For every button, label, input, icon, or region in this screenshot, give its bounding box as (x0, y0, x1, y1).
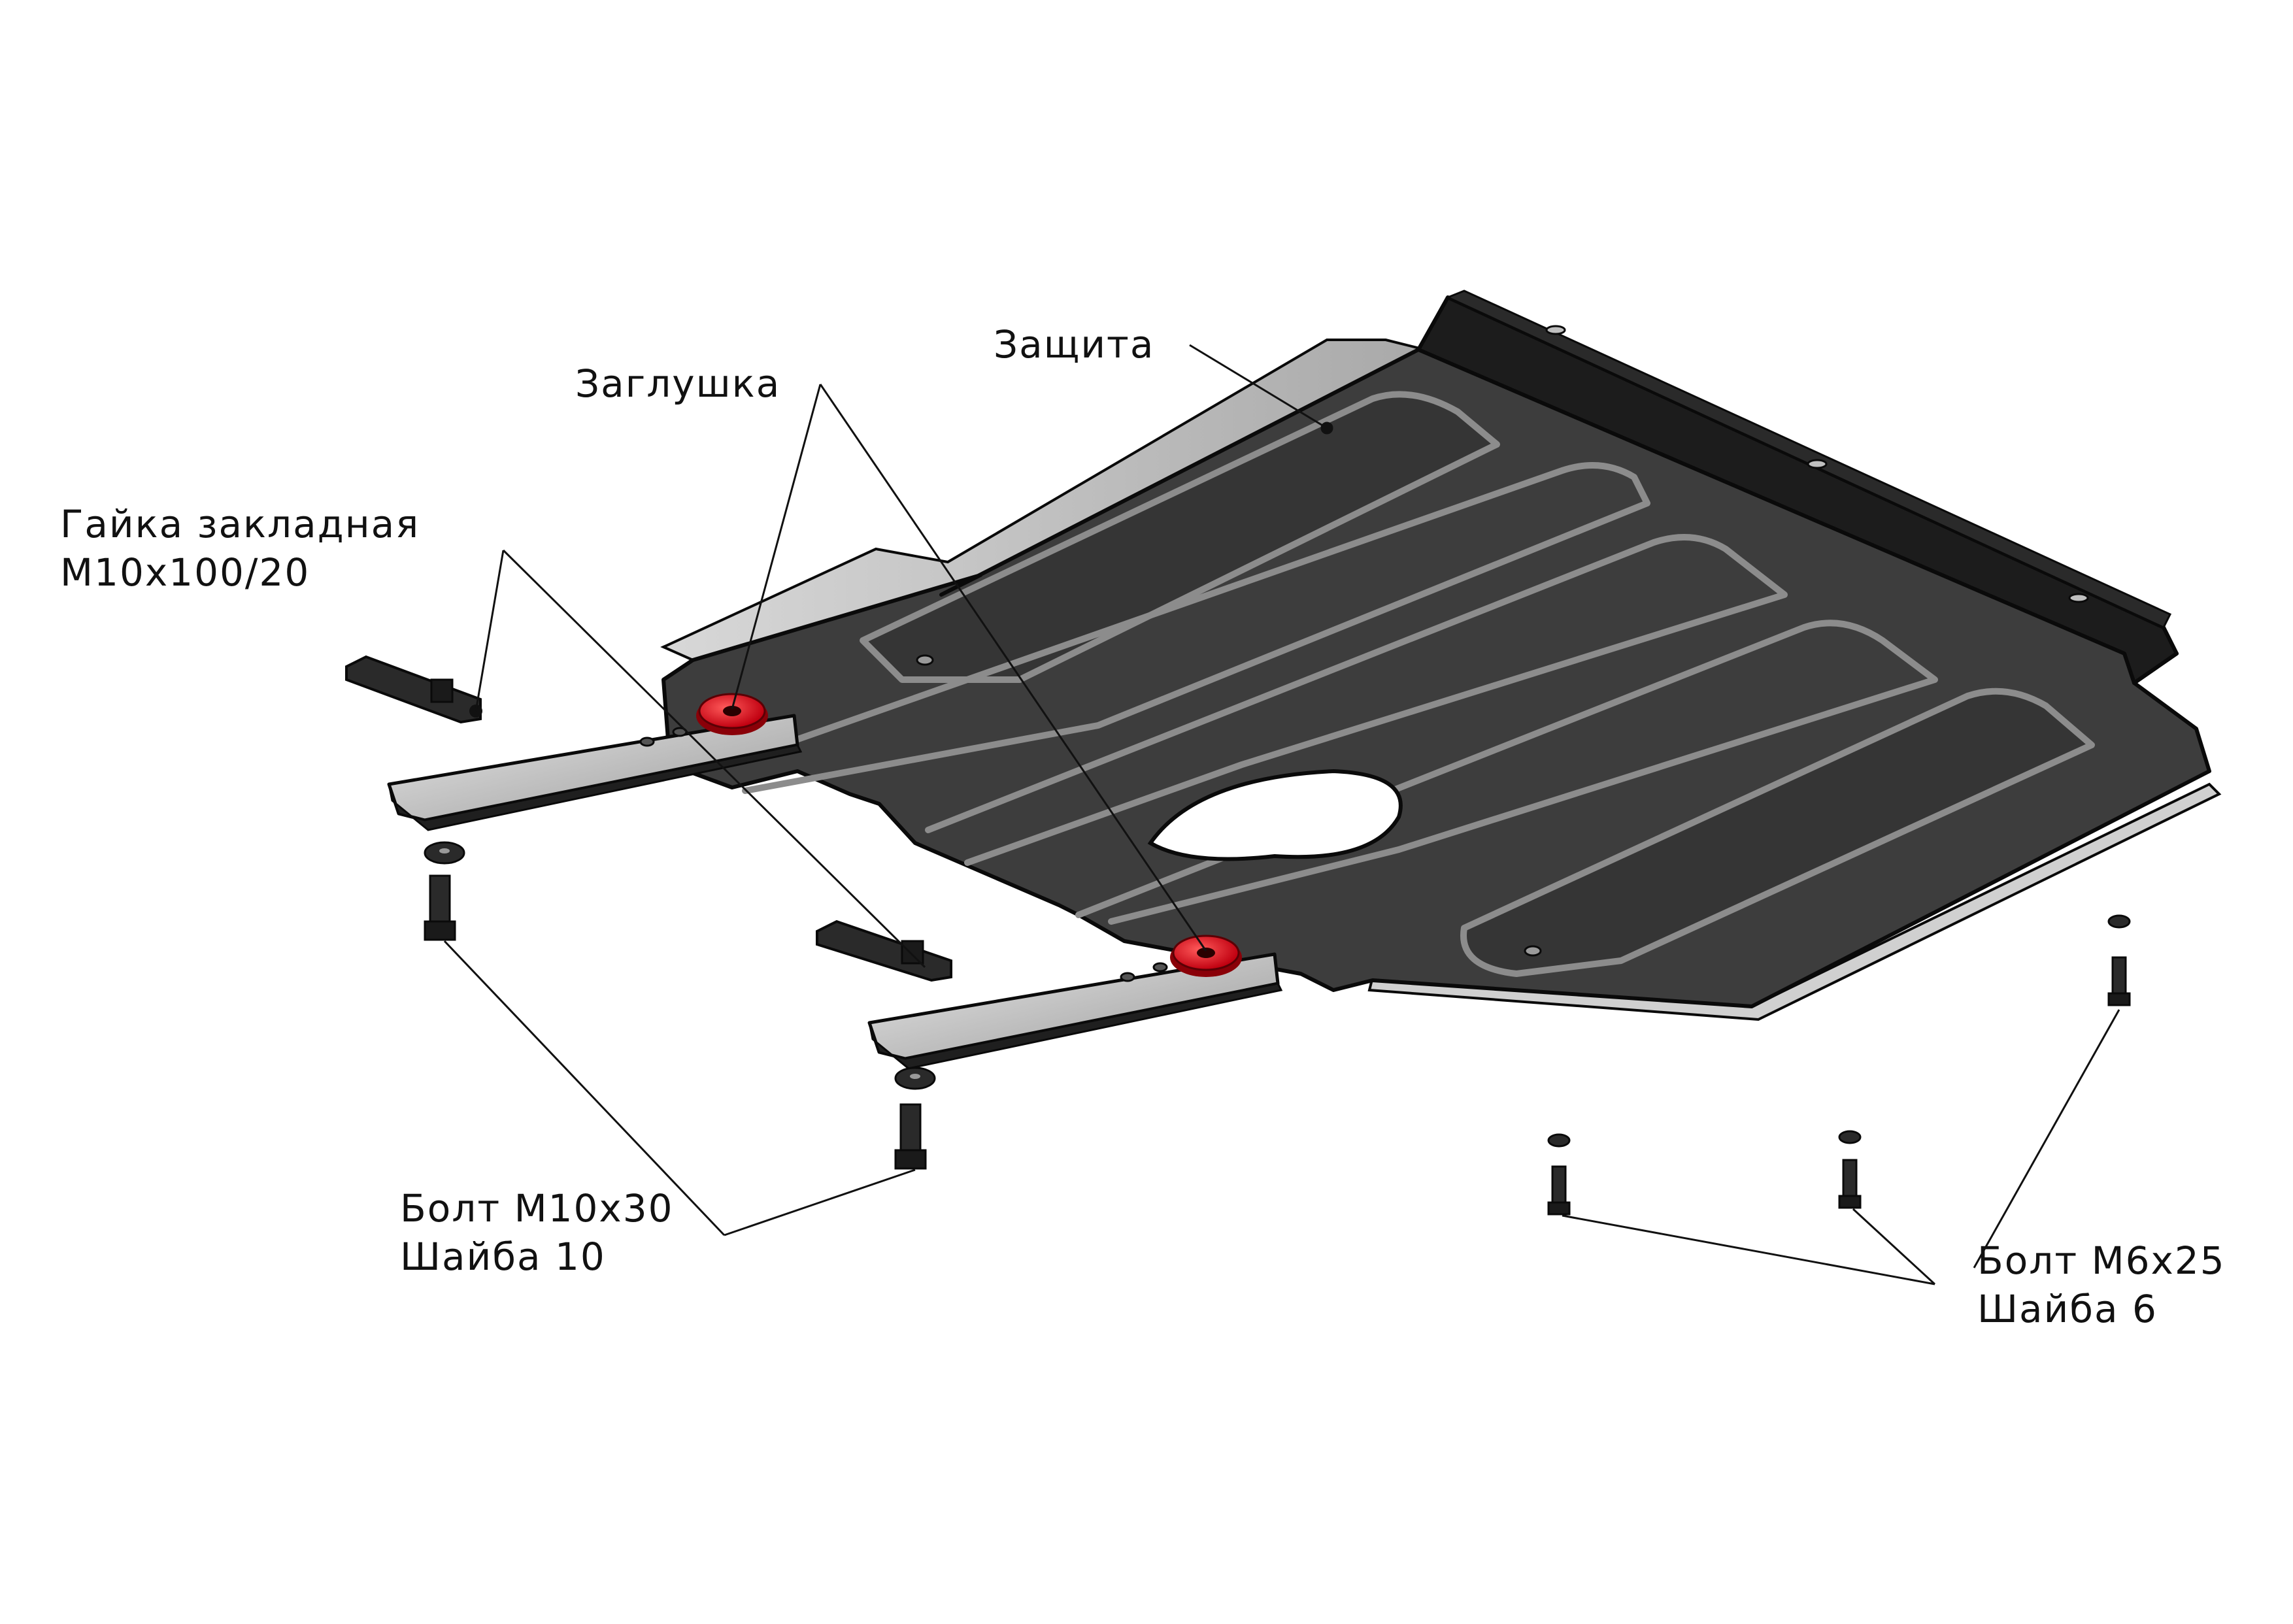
plate-center-cutout (1147, 769, 1403, 861)
label-bolt-m10-line2: Шайба 10 (400, 1235, 606, 1279)
plate-holes (916, 654, 1542, 957)
label-bolt-m6-line2: Шайба 6 (1977, 1287, 2158, 1331)
embedded-nut-lower (816, 920, 952, 982)
label-zaglushka-text: Заглушка (575, 361, 781, 406)
label-gayka-line1: Гайка закладная (60, 502, 420, 546)
leader-lines (443, 344, 2120, 1285)
red-plug-lower (1170, 935, 1242, 977)
bolt-m6-left (1547, 1133, 1571, 1216)
label-zashchita-text: Защита (994, 322, 1155, 367)
bracket-upper-side (388, 744, 803, 831)
bolt-m10-upper (424, 841, 465, 941)
label-zaglushka: Заглушка (575, 359, 780, 408)
label-gayka-line2: М10х100/20 (60, 550, 310, 595)
label-bolt-m10: Болт М10х30 Шайба 10 (400, 1184, 674, 1281)
bolt-m6-middle (1838, 1130, 1862, 1209)
label-zashchita: Защита (994, 320, 1154, 369)
label-gayka: Гайка закладная М10х100/20 (60, 500, 420, 597)
flange-slots (1545, 325, 2089, 603)
plate-ribs (722, 391, 2095, 977)
embedded-nut-upper (345, 655, 482, 724)
red-plug-upper (696, 693, 768, 735)
bolt-m6-right (2107, 914, 2131, 1006)
plate-rear-flange-top (1445, 290, 2172, 629)
bolt-m10-lower (894, 1067, 936, 1170)
label-bolt-m10-line1: Болт М10х30 (400, 1186, 674, 1231)
label-bolt-m6-line1: Болт М6х25 (1977, 1238, 2226, 1283)
bracket-lower-side (868, 982, 1283, 1070)
label-bolt-m6: Болт М6х25 Шайба 6 (1977, 1236, 2226, 1333)
